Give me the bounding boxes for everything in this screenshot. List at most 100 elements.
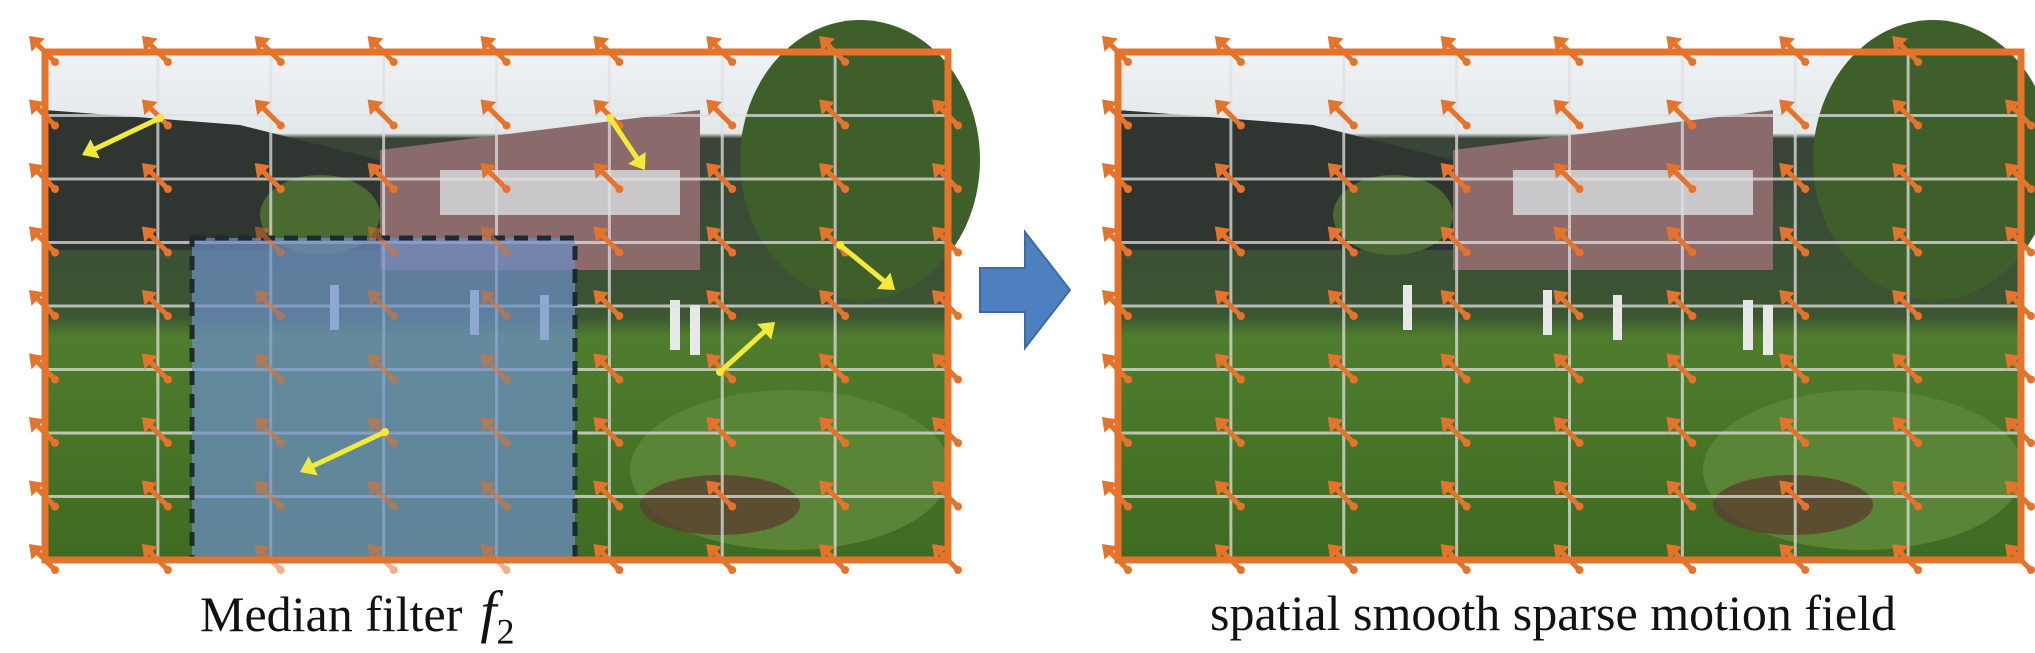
arrow-up-left-icon [367, 226, 398, 257]
arrow-up-left-icon [593, 226, 624, 257]
dirt-path [1713, 475, 1873, 535]
arrow-up-left-icon [1440, 99, 1471, 130]
filter-symbol: f2 [480, 579, 515, 652]
arrow-up-left-icon [141, 353, 172, 384]
tree-right [1813, 20, 2035, 300]
left-panel [29, 20, 980, 574]
left-caption: Median filter f2 [200, 578, 515, 653]
arrow-up-left-icon [367, 353, 398, 384]
arrow-up-left-icon [1666, 480, 1697, 511]
arrow-up-left-icon [1440, 353, 1471, 384]
arrow-up-left-icon [1779, 99, 1810, 130]
arrow-up-left-icon [254, 480, 285, 511]
arrow-up-left-icon [1666, 417, 1697, 447]
arrow-up-left-icon [254, 353, 285, 384]
arrow-up-left-icon [1327, 417, 1358, 447]
right-caption: spatial smooth sparse motion field [1210, 585, 1897, 641]
arrow-up-left-icon [367, 163, 398, 193]
arrow-up-left-icon [1327, 99, 1358, 130]
arrow-up-left-icon [1666, 353, 1697, 384]
arrow-up-left-icon [141, 290, 172, 320]
arrow-up-left-icon [367, 480, 398, 511]
arrow-up-left-icon [593, 480, 624, 511]
dirt-path [640, 475, 800, 535]
arrow-up-left-icon [1892, 480, 1923, 511]
arrow-up-left-icon [1553, 353, 1584, 384]
arrow-up-left-icon [480, 290, 511, 320]
arrow-up-left-icon [480, 417, 511, 447]
arrow-up-left-icon [1214, 290, 1245, 320]
arrow-up-left-icon [1440, 290, 1471, 320]
arrow-up-left-icon [1214, 163, 1245, 193]
outlier-vector-icon [836, 241, 895, 290]
arrow-up-left-icon [1214, 226, 1245, 257]
arrow-up-left-icon [1779, 226, 1810, 257]
arrow-up-left-icon [1666, 99, 1697, 130]
arrow-up-left-icon [1779, 417, 1810, 447]
arrow-up-left-icon [367, 290, 398, 320]
arrow-up-left-icon [1440, 226, 1471, 257]
arrow-up-left-icon [1779, 163, 1810, 193]
arrow-up-left-icon [1666, 290, 1697, 320]
filter-subscript: 2 [496, 611, 515, 652]
arrow-up-left-icon [480, 99, 511, 130]
arrow-up-left-icon [480, 480, 511, 511]
arrow-up-left-icon [254, 290, 285, 320]
arrow-up-left-icon [141, 226, 172, 257]
arrow-up-left-icon [480, 226, 511, 257]
arrow-up-left-icon [1327, 163, 1358, 193]
left-motion-vectors [29, 36, 962, 574]
arrow-up-left-icon [141, 480, 172, 511]
arrow-up-left-icon [706, 99, 737, 130]
arrow-up-left-icon [1214, 99, 1245, 130]
arrow-up-left-icon [1779, 290, 1810, 320]
left-caption-text: Median filter [200, 586, 463, 642]
tree-right [740, 20, 980, 300]
arrow-up-left-icon [1892, 163, 1923, 193]
arrow-up-left-icon [593, 417, 624, 447]
arrow-up-left-icon [593, 353, 624, 384]
arrow-up-left-icon [706, 417, 737, 447]
arrow-up-left-icon [593, 290, 624, 320]
left-panel-border [41, 48, 952, 564]
arrow-up-left-icon [1892, 417, 1923, 447]
arrow-up-left-icon [1666, 226, 1697, 257]
arrow-up-left-icon [1214, 480, 1245, 511]
tree-mid [1333, 175, 1453, 255]
arrow-up-left-icon [593, 163, 624, 193]
arrow-up-left-icon [141, 163, 172, 193]
arrow-up-left-icon [1327, 290, 1358, 320]
arrow-up-left-icon [254, 226, 285, 257]
arrow-up-left-icon [480, 353, 511, 384]
arrow-up-left-icon [1892, 99, 1923, 130]
arrow-up-left-icon [1779, 480, 1810, 511]
process-arrow [979, 229, 1072, 351]
arrow-up-left-icon [1327, 480, 1358, 511]
right-arrow-icon [979, 229, 1072, 351]
outlier-vector-icon [300, 428, 389, 476]
arrow-up-left-icon [819, 99, 850, 130]
arrow-up-left-icon [819, 480, 850, 511]
arrow-up-left-icon [706, 163, 737, 193]
arrow-up-left-icon [1892, 353, 1923, 384]
arrow-up-left-icon [706, 480, 737, 511]
arrow-up-left-icon [1892, 290, 1923, 320]
arrow-up-left-icon [1553, 163, 1584, 193]
right-panel [1102, 20, 2035, 574]
arrow-up-left-icon [1553, 290, 1584, 320]
arrow-up-left-icon [1666, 163, 1697, 193]
outlier-vector-icon [82, 114, 164, 159]
building-windows [1513, 170, 1753, 215]
arrow-up-left-icon [1553, 226, 1584, 257]
arrow-up-left-icon [1553, 480, 1584, 511]
arrow-up-left-icon [141, 417, 172, 447]
arrow-up-left-icon [1214, 417, 1245, 447]
arrow-up-left-icon [1327, 226, 1358, 257]
arrow-up-left-icon [819, 290, 850, 320]
right-panel-border [1114, 48, 2025, 564]
right-motion-vectors [1102, 36, 2035, 574]
arrow-up-left-icon [367, 99, 398, 130]
arrow-up-left-icon [706, 226, 737, 257]
arrow-up-left-icon [254, 417, 285, 447]
